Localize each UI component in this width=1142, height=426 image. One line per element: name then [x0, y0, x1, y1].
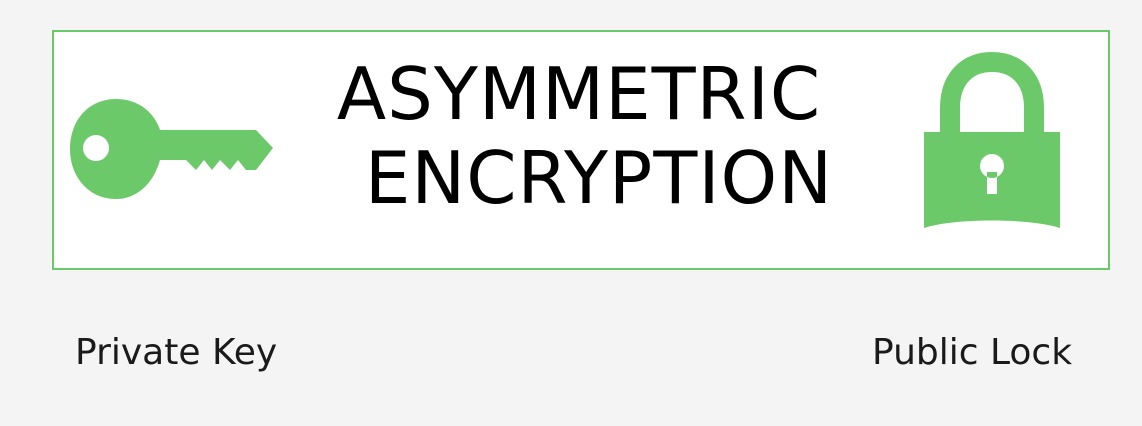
padlock-icon: [924, 52, 1060, 228]
diagram-title: ASYMMETRIC ENCRYPTION: [254, 52, 904, 220]
public-lock-caption: Public Lock: [872, 332, 1073, 373]
title-line-2: ENCRYPTION: [364, 136, 834, 220]
private-key-caption: Private Key: [75, 332, 278, 373]
title-line-1: ASYMMETRIC: [336, 52, 822, 136]
title-banner: ASYMMETRIC ENCRYPTION: [52, 30, 1110, 270]
key-icon: [70, 99, 273, 199]
